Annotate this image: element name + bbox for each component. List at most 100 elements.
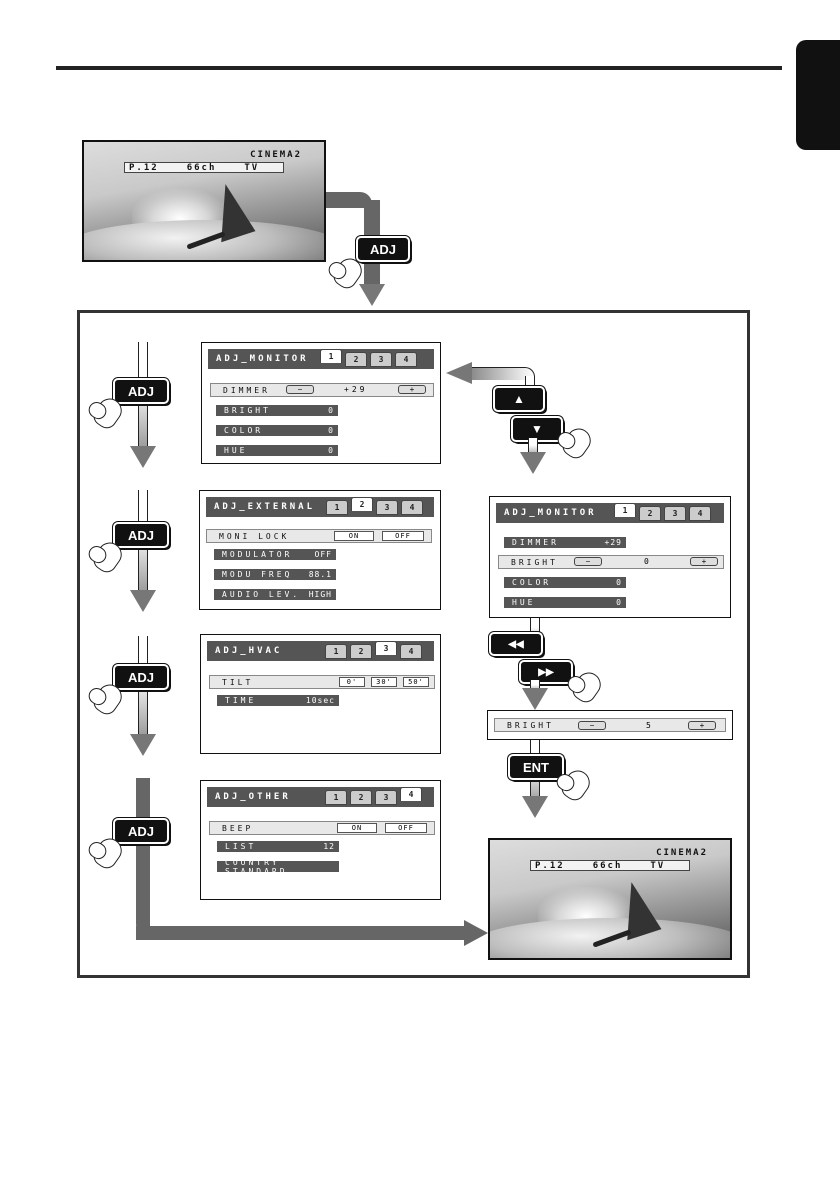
tab-2[interactable]: 2 [351,497,373,511]
menu-row-bright[interactable]: BRIGHT [498,555,724,569]
tab-2[interactable]: 2 [639,506,661,521]
plus-button[interactable]: + [688,721,716,730]
menu-row-tilt[interactable]: TILT [209,675,435,689]
menu-row[interactable]: DIMMER+29 [504,537,626,548]
flow-arrow-top [326,192,372,208]
tab-1[interactable]: 1 [326,500,348,515]
tab-1[interactable]: 1 [614,503,636,517]
tab-2[interactable]: 2 [345,352,367,367]
preset-label: P.12 [129,162,159,173]
tab-3[interactable]: 3 [375,790,397,805]
preset-label: P.12 [535,860,565,871]
menu-title: ADJ_MONITOR 1 2 3 4 [208,349,434,369]
section-tab [796,40,840,150]
tab-1[interactable]: 1 [325,644,347,659]
tv-status-bar: P.12 66ch TV [124,162,284,173]
up-key[interactable]: ▲ [493,386,545,412]
channel-label: 66ch [186,162,217,173]
plus-button[interactable]: + [690,557,718,566]
menu-row-beep[interactable]: BEEP [209,821,435,835]
bright-adjust-bar: BRIGHT − 5 + [487,710,733,740]
adj-key-top[interactable]: ADJ [356,236,410,262]
header-rule [56,66,782,70]
menu-monitor-bright: ADJ_MONITOR 1 2 3 4 DIMMER+29 BRIGHT − 0… [489,496,731,618]
tab-1[interactable]: 1 [325,790,347,805]
tab-4[interactable]: 4 [395,352,417,367]
flow-arrow-4-h [136,926,466,940]
menu-row-dimmer[interactable]: DIMMER [210,383,434,397]
menu-title: ADJ_MONITOR 1 2 3 4 [496,503,724,523]
adj-key-2[interactable]: ADJ [113,522,169,548]
tab-2[interactable]: 2 [350,790,372,805]
flow-arrow-r4-head [522,796,548,818]
off-button[interactable]: OFF [382,531,424,541]
adj-key-3[interactable]: ADJ [113,664,169,690]
menu-title: ADJ_HVAC 1 2 3 4 [207,641,434,661]
flow-arrow-1-head [130,446,156,468]
tab-4[interactable]: 4 [689,506,711,521]
tab-4[interactable]: 4 [400,787,422,801]
tilt-option-0[interactable]: 0' [339,677,365,687]
menu-monitor: ADJ_MONITOR 1 2 3 4 DIMMER − +29 + BRIGH… [201,342,441,464]
tv-mode-label: CINEMA2 [656,848,708,858]
tv-mode-label: CINEMA2 [250,150,302,160]
menu-row[interactable]: AUDIO LEV.HIGH [214,589,336,600]
flow-arrow-top-head [359,284,385,306]
on-button[interactable]: ON [334,531,374,541]
off-button[interactable]: OFF [385,823,427,833]
bright-value: 0 [644,557,652,566]
flow-arrow-r1-head [520,452,546,474]
tab-4[interactable]: 4 [401,500,423,515]
flow-arrow-r3-head [522,688,548,710]
return-arrow-head [446,362,472,384]
channel-label: 66ch [592,860,623,871]
fast-forward-key[interactable]: ▶▶ [519,660,573,684]
rewind-key[interactable]: ◀◀ [489,632,543,656]
menu-external: ADJ_EXTERNAL 1 2 3 4 MONI LOCK ON OFF MO… [199,490,441,610]
flow-arrow-2-head [130,590,156,612]
tab-1[interactable]: 1 [320,349,342,363]
menu-row[interactable]: COUNTRY STANDARD [217,858,339,876]
plus-button[interactable]: + [398,385,426,394]
flow-arrow-r1 [528,438,538,456]
tab-3[interactable]: 3 [370,352,392,367]
menu-row-moni-lock[interactable]: MONI LOCK [206,529,432,543]
minus-button[interactable]: − [574,557,602,566]
tilt-option-30[interactable]: 30' [371,677,397,687]
source-label: TV [244,162,260,173]
source-label: TV [650,860,666,871]
adj-key-4[interactable]: ADJ [113,818,169,844]
tab-2[interactable]: 2 [350,644,372,659]
on-button[interactable]: ON [337,823,377,833]
tab-3[interactable]: 3 [375,641,397,655]
return-arrow [470,367,535,380]
bright-bar-value: 5 [646,721,654,730]
minus-button[interactable]: − [286,385,314,394]
flow-frame [77,310,750,978]
flow-arrow-r2 [530,618,540,642]
minus-button[interactable]: − [578,721,606,730]
tv-screen-bottom: CINEMA2 P.12 66ch TV [488,838,732,960]
tv-screen-top: CINEMA2 P.12 66ch TV [82,140,326,262]
flow-arrow-4 [136,778,150,938]
tilt-option-50[interactable]: 50' [403,677,429,687]
adj-key-1[interactable]: ADJ [113,378,169,404]
flow-arrow-r3 [530,680,540,692]
tab-3[interactable]: 3 [376,500,398,515]
menu-title: ADJ_EXTERNAL 1 2 3 4 [206,497,434,517]
bright-row[interactable]: BRIGHT [494,718,726,732]
tab-3[interactable]: 3 [664,506,686,521]
tab-4[interactable]: 4 [400,644,422,659]
enter-key[interactable]: ENT [508,754,564,780]
